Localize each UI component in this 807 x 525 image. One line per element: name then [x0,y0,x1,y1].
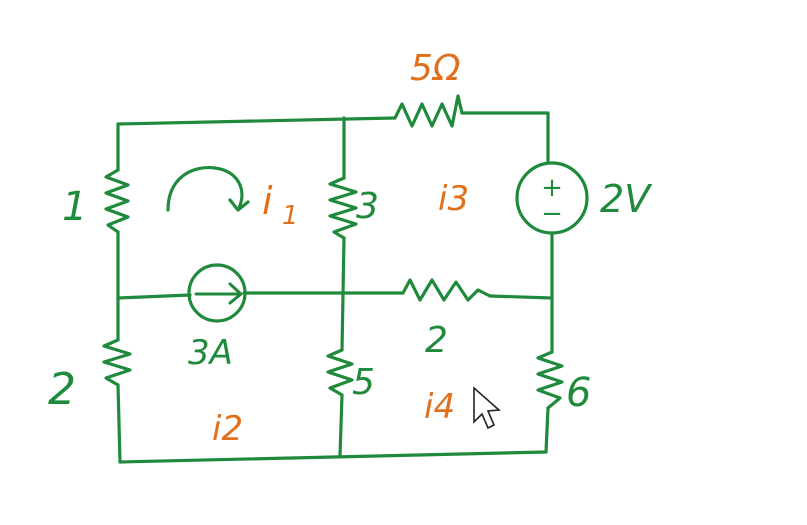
mouse-pointer-icon [473,386,501,430]
resistors [102,94,564,410]
wire-left-bottom [116,383,122,464]
label-r2-horizontal: 2 [425,320,448,361]
label-r5-ohm-top: 5Ω [410,48,461,89]
label-voltage-source: 2V [600,177,653,221]
resistor-2-left-bottom [102,338,132,387]
label-r6: 6 [566,370,591,416]
voltage-minus-sign: − [541,199,563,229]
resistor-1-left [104,168,130,234]
resistor-5-center-bottom [326,348,354,397]
resistor-5-ohm-top [393,94,464,128]
voltage-plus-sign: + [541,173,563,203]
label-r2-left: 2 [48,364,76,415]
label-r1: 1 [62,184,87,230]
voltage-source-circle [515,161,589,235]
clockwise-loop-arrow-icon [166,165,250,212]
label-r3: 3 [356,186,379,227]
label-r5-center: 5 [352,362,375,403]
component-labels: 1 3 2V 3A 2 2 5 6 [48,177,653,416]
wire-right-bottom [544,406,550,454]
label-mesh-i1-subscript: 1 [282,201,299,231]
wire-mid-right [488,294,554,300]
wire-bottom [118,450,548,464]
wire-mid-left [116,293,192,300]
current-source [187,263,247,323]
label-mesh-i2: i2 [212,409,243,449]
current-source-arrow-icon [194,282,243,305]
label-current-source: 3A [188,333,233,373]
mesh-current-labels: 5Ω i 1 i3 i2 i4 [212,48,469,449]
current-source-circle [187,263,247,323]
circuit-wires [116,111,554,464]
voltage-source: + − [515,161,589,235]
label-mesh-i4: i4 [424,387,455,427]
label-mesh-i3: i3 [438,179,469,219]
label-mesh-i1: i [262,179,273,223]
resistor-3-center [328,176,358,240]
wire-top-left [116,116,397,126]
resistor-6-right [536,350,564,410]
wire-center-mid [340,236,346,352]
wire-center-bottom [338,393,344,458]
resistor-2-horizontal [401,278,492,302]
